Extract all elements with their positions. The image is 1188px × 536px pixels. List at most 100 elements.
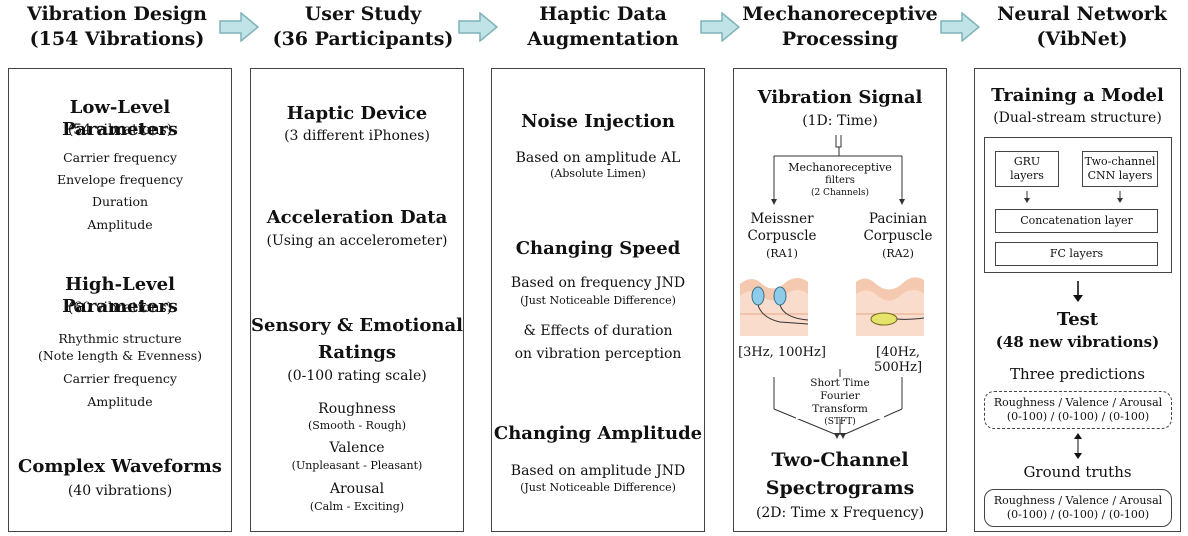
stage-title-line1: Mechanoreceptive — [742, 3, 938, 25]
ground-truths-box-line: Roughness / Valence / Arousal — [993, 494, 1163, 507]
signal-title: Vibration Signal — [757, 87, 923, 108]
stage-title-line2: (154 Vibrations) — [29, 28, 205, 50]
cnn-label-line: Two-channel — [1084, 155, 1156, 168]
ratings-title: Sensory & Emotional — [251, 315, 463, 336]
stft-label-line: Short Time — [810, 377, 870, 389]
pacinian-label: Pacinian Corpuscle (RA2) — [850, 211, 946, 262]
low-level-item: Carrier frequency — [63, 150, 177, 165]
amplitude-note: (Just Noticeable Difference) — [520, 481, 676, 494]
valence-range: (Unpleasant - Pleasant) — [291, 459, 423, 472]
stage-title-line1: Haptic Data — [539, 3, 667, 25]
stage-title-line1: Neural Network — [997, 3, 1167, 25]
speed-extra: on vibration perception — [514, 346, 682, 362]
meissner-range: [3Hz, 100Hz] — [738, 345, 826, 360]
noise-title: Noise Injection — [521, 111, 675, 132]
predictions-label: Three predictions — [1009, 365, 1146, 383]
stft-label-line: (STFT) — [824, 417, 856, 427]
high-level-count: (60 vibrations) — [67, 300, 173, 316]
predictions-box: Roughness / Valence / Arousal (0-100) / … — [984, 391, 1172, 429]
stage-title-line2: (VibNet) — [1036, 28, 1128, 50]
complex-title: Complex Waveforms — [18, 456, 222, 477]
pacinian-corpuscle-icon — [856, 277, 924, 336]
vibration-design-panel: Low-Level Parameters (54 vibrations) Car… — [8, 68, 232, 532]
accel-sub: (Using an accelerometer) — [266, 233, 448, 249]
stage-title-line1: User Study — [304, 3, 422, 25]
low-level-item: Duration — [91, 194, 149, 209]
model-structure-box: GRU layers Two-channel CNN layers Concat… — [984, 137, 1172, 273]
filters-label: (2 Channels) — [810, 188, 870, 198]
ratings-title: Ratings — [318, 342, 396, 363]
stage-title-line2: Augmentation — [527, 28, 679, 50]
high-level-title: High-Level Parameters — [62, 274, 178, 317]
ground-truths-box: Roughness / Valence / Arousal (0-100) / … — [984, 489, 1172, 527]
flow-arrow-icon — [940, 12, 980, 42]
device-sub: (3 different iPhones) — [284, 128, 430, 144]
meissner-label-line: Meissner — [750, 211, 814, 227]
stage-title-line2: Processing — [781, 28, 899, 50]
flow-arrow-icon — [458, 12, 498, 42]
predictions-box-line: (0-100) / (0-100) / (0-100) — [1006, 410, 1150, 423]
predictions-box-line: Roughness / Valence / Arousal — [993, 396, 1163, 409]
low-level-item: Amplitude — [87, 217, 153, 232]
amplitude-desc: Based on amplitude JND — [510, 463, 686, 479]
stage-title-study: User Study (36 Participants) — [252, 2, 474, 52]
speed-title: Changing Speed — [515, 238, 681, 259]
signal-sub: (1D: Time) — [802, 113, 878, 129]
fc-layers-box: FC layers — [995, 242, 1158, 266]
cnn-layers-box: Two-channel CNN layers — [1082, 151, 1158, 187]
high-level-item: Rhythmic structure — [58, 331, 182, 346]
spectrogram-title: Spectrograms — [765, 477, 915, 499]
roughness-range: (Smooth - Rough) — [307, 419, 407, 432]
cnn-label-line: CNN layers — [1087, 169, 1153, 182]
filters-label: filters — [825, 175, 855, 186]
test-title: Test — [1056, 309, 1099, 330]
pacinian-label-line: Pacinian — [868, 211, 928, 227]
double-arrow-icon — [1074, 433, 1082, 459]
training-title: Training a Model — [991, 85, 1164, 106]
augmentation-panel: Noise Injection Based on amplitude AL (A… — [491, 68, 705, 532]
high-level-item: Carrier frequency — [63, 371, 177, 386]
roughness-label: Roughness — [318, 401, 396, 417]
user-study-panel: Haptic Device (3 different iPhones) Acce… — [250, 68, 464, 532]
stage-title-mechano: Mechanoreceptive Processing — [734, 2, 946, 52]
flow-arrow-icon — [700, 12, 740, 42]
concatenation-layer-box: Concatenation layer — [995, 209, 1158, 233]
mechano-panel: Vibration Signal (1D: Time) Mechanorecep… — [733, 68, 947, 532]
speed-extra: & Effects of duration — [523, 323, 673, 339]
high-level-item: Amplitude — [87, 394, 153, 409]
accel-title: Acceleration Data — [266, 207, 448, 228]
network-panel: Training a Model (Dual-stream structure)… — [974, 68, 1181, 532]
amplitude-title: Changing Amplitude — [493, 423, 703, 444]
high-level-item: (Note length & Evenness) — [37, 348, 203, 363]
low-level-title: Low-Level Parameters — [62, 97, 178, 140]
pacinian-label-line: (RA2) — [882, 247, 914, 260]
complex-count: (40 vibrations) — [67, 483, 173, 499]
valence-label: Valence — [329, 440, 385, 456]
ground-truths-label: Ground truths — [1023, 463, 1132, 481]
arousal-range: (Calm - Exciting) — [309, 500, 405, 513]
speed-desc: Based on frequency JND — [510, 275, 686, 291]
ratings-sub: (0-100 rating scale) — [287, 368, 427, 384]
down-arrow-icon — [1073, 281, 1083, 302]
pacinian-label-line: Corpuscle — [863, 228, 933, 244]
speed-note: (Just Noticeable Difference) — [520, 294, 676, 307]
filters-label: Mechanoreceptive — [788, 161, 892, 174]
noise-desc: Based on amplitude AL — [515, 150, 681, 166]
stage-title-line1: Vibration Design — [27, 3, 207, 25]
training-sub: (Dual-stream structure) — [993, 110, 1162, 126]
meissner-corpuscle-icon — [740, 278, 808, 336]
meissner-label: Meissner Corpuscle (RA1) — [734, 211, 830, 262]
stft-label: Short Time Fourier Transform (STFT) — [796, 377, 884, 427]
stage-title-line2: (36 Participants) — [272, 28, 454, 50]
stage-title-design: Vibration Design (154 Vibrations) — [0, 2, 234, 52]
meissner-label-line: Corpuscle — [747, 228, 817, 244]
ground-truths-box-line: (0-100) / (0-100) / (0-100) — [1006, 508, 1150, 521]
signal-flow-lines — [771, 135, 905, 439]
stft-label-line: Fourier Transform — [812, 390, 868, 415]
gru-layers-box: GRU layers — [995, 151, 1059, 187]
arousal-label: Arousal — [329, 481, 385, 497]
meissner-label-line: (RA1) — [766, 247, 798, 260]
model-flow-arrows — [1024, 191, 1123, 203]
flow-arrow-icon — [219, 12, 259, 42]
stage-title-network: Neural Network (VibNet) — [976, 2, 1188, 52]
